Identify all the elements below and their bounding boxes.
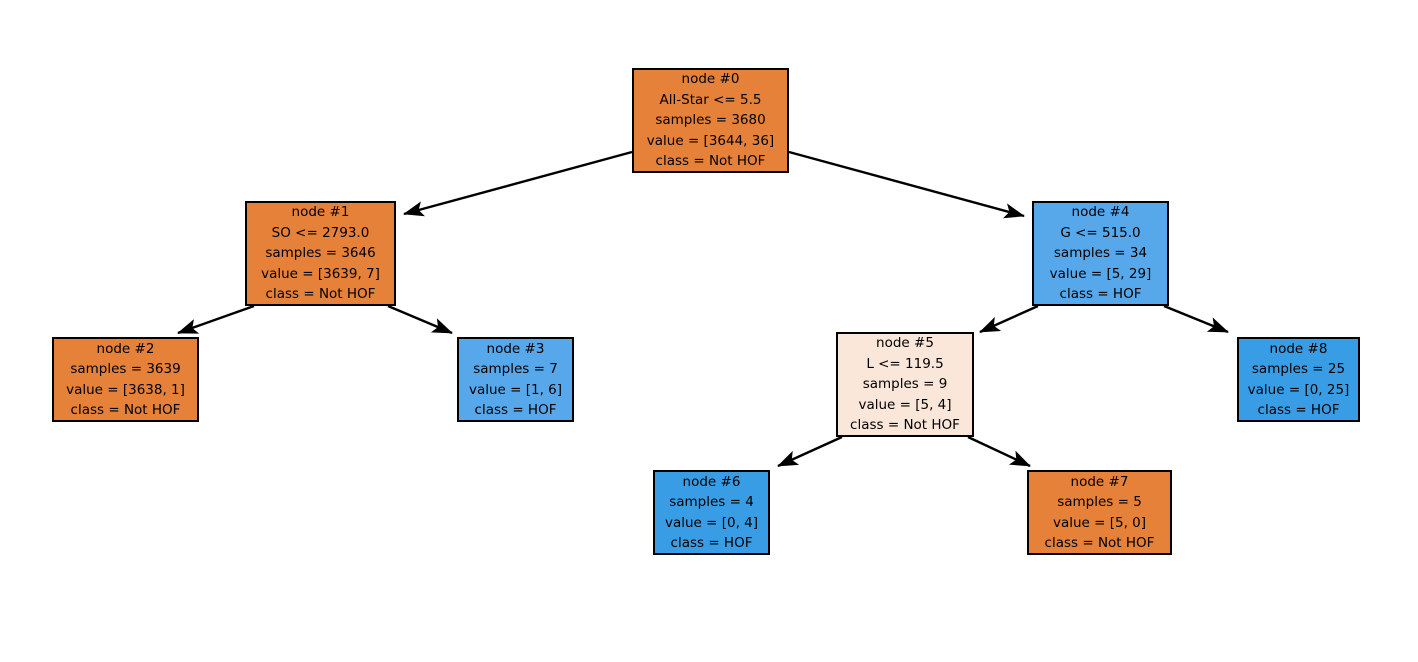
node-condition: L <= 119.5 <box>866 355 944 372</box>
node-class: class = HOF <box>1257 402 1340 418</box>
node-title: node #3 <box>486 340 545 357</box>
node-value: value = [3639, 7] <box>261 265 380 282</box>
node-class: class = Not HOF <box>850 417 960 434</box>
node-samples: samples = 4 <box>669 494 754 510</box>
node-samples: samples = 9 <box>862 376 948 393</box>
node-samples: samples = 3680 <box>655 112 766 129</box>
tree-edge-node4-to-node5 <box>979 304 1039 334</box>
node-samples: samples = 7 <box>473 361 558 377</box>
tree-node-node0[interactable]: node #0 All-Star <= 5.5 samples = 3680 valu… <box>632 68 789 173</box>
node-samples: samples = 5 <box>1057 494 1142 510</box>
node-class: class = Not HOF <box>655 153 766 170</box>
node-title: node #5 <box>876 335 934 352</box>
node-class: class = HOF <box>1059 286 1142 303</box>
node-condition: All-Star <= 5.5 <box>659 91 762 108</box>
tree-edge-node4-to-node8 <box>1163 304 1229 334</box>
tree-node-node4[interactable]: node #4 G <= 515.0 samples = 34 value = [5,… <box>1032 201 1169 306</box>
node-class: class = Not HOF <box>70 402 181 418</box>
node-title: node #2 <box>96 340 155 357</box>
node-value: value = [3638, 1] <box>66 381 185 398</box>
node-class: class = Not HOF <box>1044 535 1155 551</box>
tree-edge-node1-to-node2 <box>177 304 255 335</box>
node-value: value = [5, 0] <box>1052 514 1147 531</box>
node-condition: G <= 515.0 <box>1060 224 1141 241</box>
node-samples: samples = 34 <box>1053 245 1148 262</box>
node-value: value = [5, 29] <box>1049 265 1152 282</box>
node-condition: SO <= 2793.0 <box>271 224 370 241</box>
tree-node-node3[interactable]: node #3 samples = 7 value = [1, 6] class = … <box>457 337 574 422</box>
tree-node-node2[interactable]: node #2 samples = 3639 value = [3638, 1] cl… <box>52 337 199 422</box>
node-value: value = [3644, 36] <box>646 132 775 149</box>
node-samples: samples = 3646 <box>265 245 376 262</box>
node-title: node #1 <box>291 204 350 221</box>
tree-node-node5[interactable]: node #5 L <= 119.5 samples = 9 value = [5, … <box>836 332 974 437</box>
tree-node-node1[interactable]: node #1 SO <= 2793.0 samples = 3646 value =… <box>245 201 396 306</box>
tree-edge-node0-to-node4 <box>788 150 1025 219</box>
tree-edge-group <box>177 150 1229 468</box>
node-title: node #0 <box>681 71 740 88</box>
tree-node-node6[interactable]: node #6 samples = 4 value = [0, 4] class = … <box>653 470 770 555</box>
node-samples: samples = 25 <box>1251 361 1346 377</box>
node-class: class = Not HOF <box>265 286 376 303</box>
tree-node-node7[interactable]: node #7 samples = 5 value = [5, 0] class = … <box>1027 470 1172 555</box>
node-value: value = [0, 25] <box>1247 381 1350 398</box>
tree-edge-node0-to-node1 <box>403 150 633 217</box>
node-title: node #4 <box>1071 204 1130 221</box>
node-samples: samples = 3639 <box>70 361 181 377</box>
node-value: value = [5, 4] <box>858 396 952 413</box>
node-value: value = [0, 4] <box>664 514 759 531</box>
node-title: node #7 <box>1070 473 1129 490</box>
node-title: node #8 <box>1269 340 1328 357</box>
node-title: node #6 <box>682 473 741 490</box>
node-class: class = HOF <box>474 402 557 418</box>
tree-edge-node1-to-node3 <box>387 304 453 335</box>
tree-edge-node5-to-node6 <box>777 435 843 468</box>
tree-node-node8[interactable]: node #8 samples = 25 value = [0, 25] class … <box>1237 337 1360 422</box>
tree-edge-node5-to-node7 <box>967 435 1031 468</box>
node-value: value = [1, 6] <box>468 381 563 398</box>
node-class: class = HOF <box>670 535 753 551</box>
